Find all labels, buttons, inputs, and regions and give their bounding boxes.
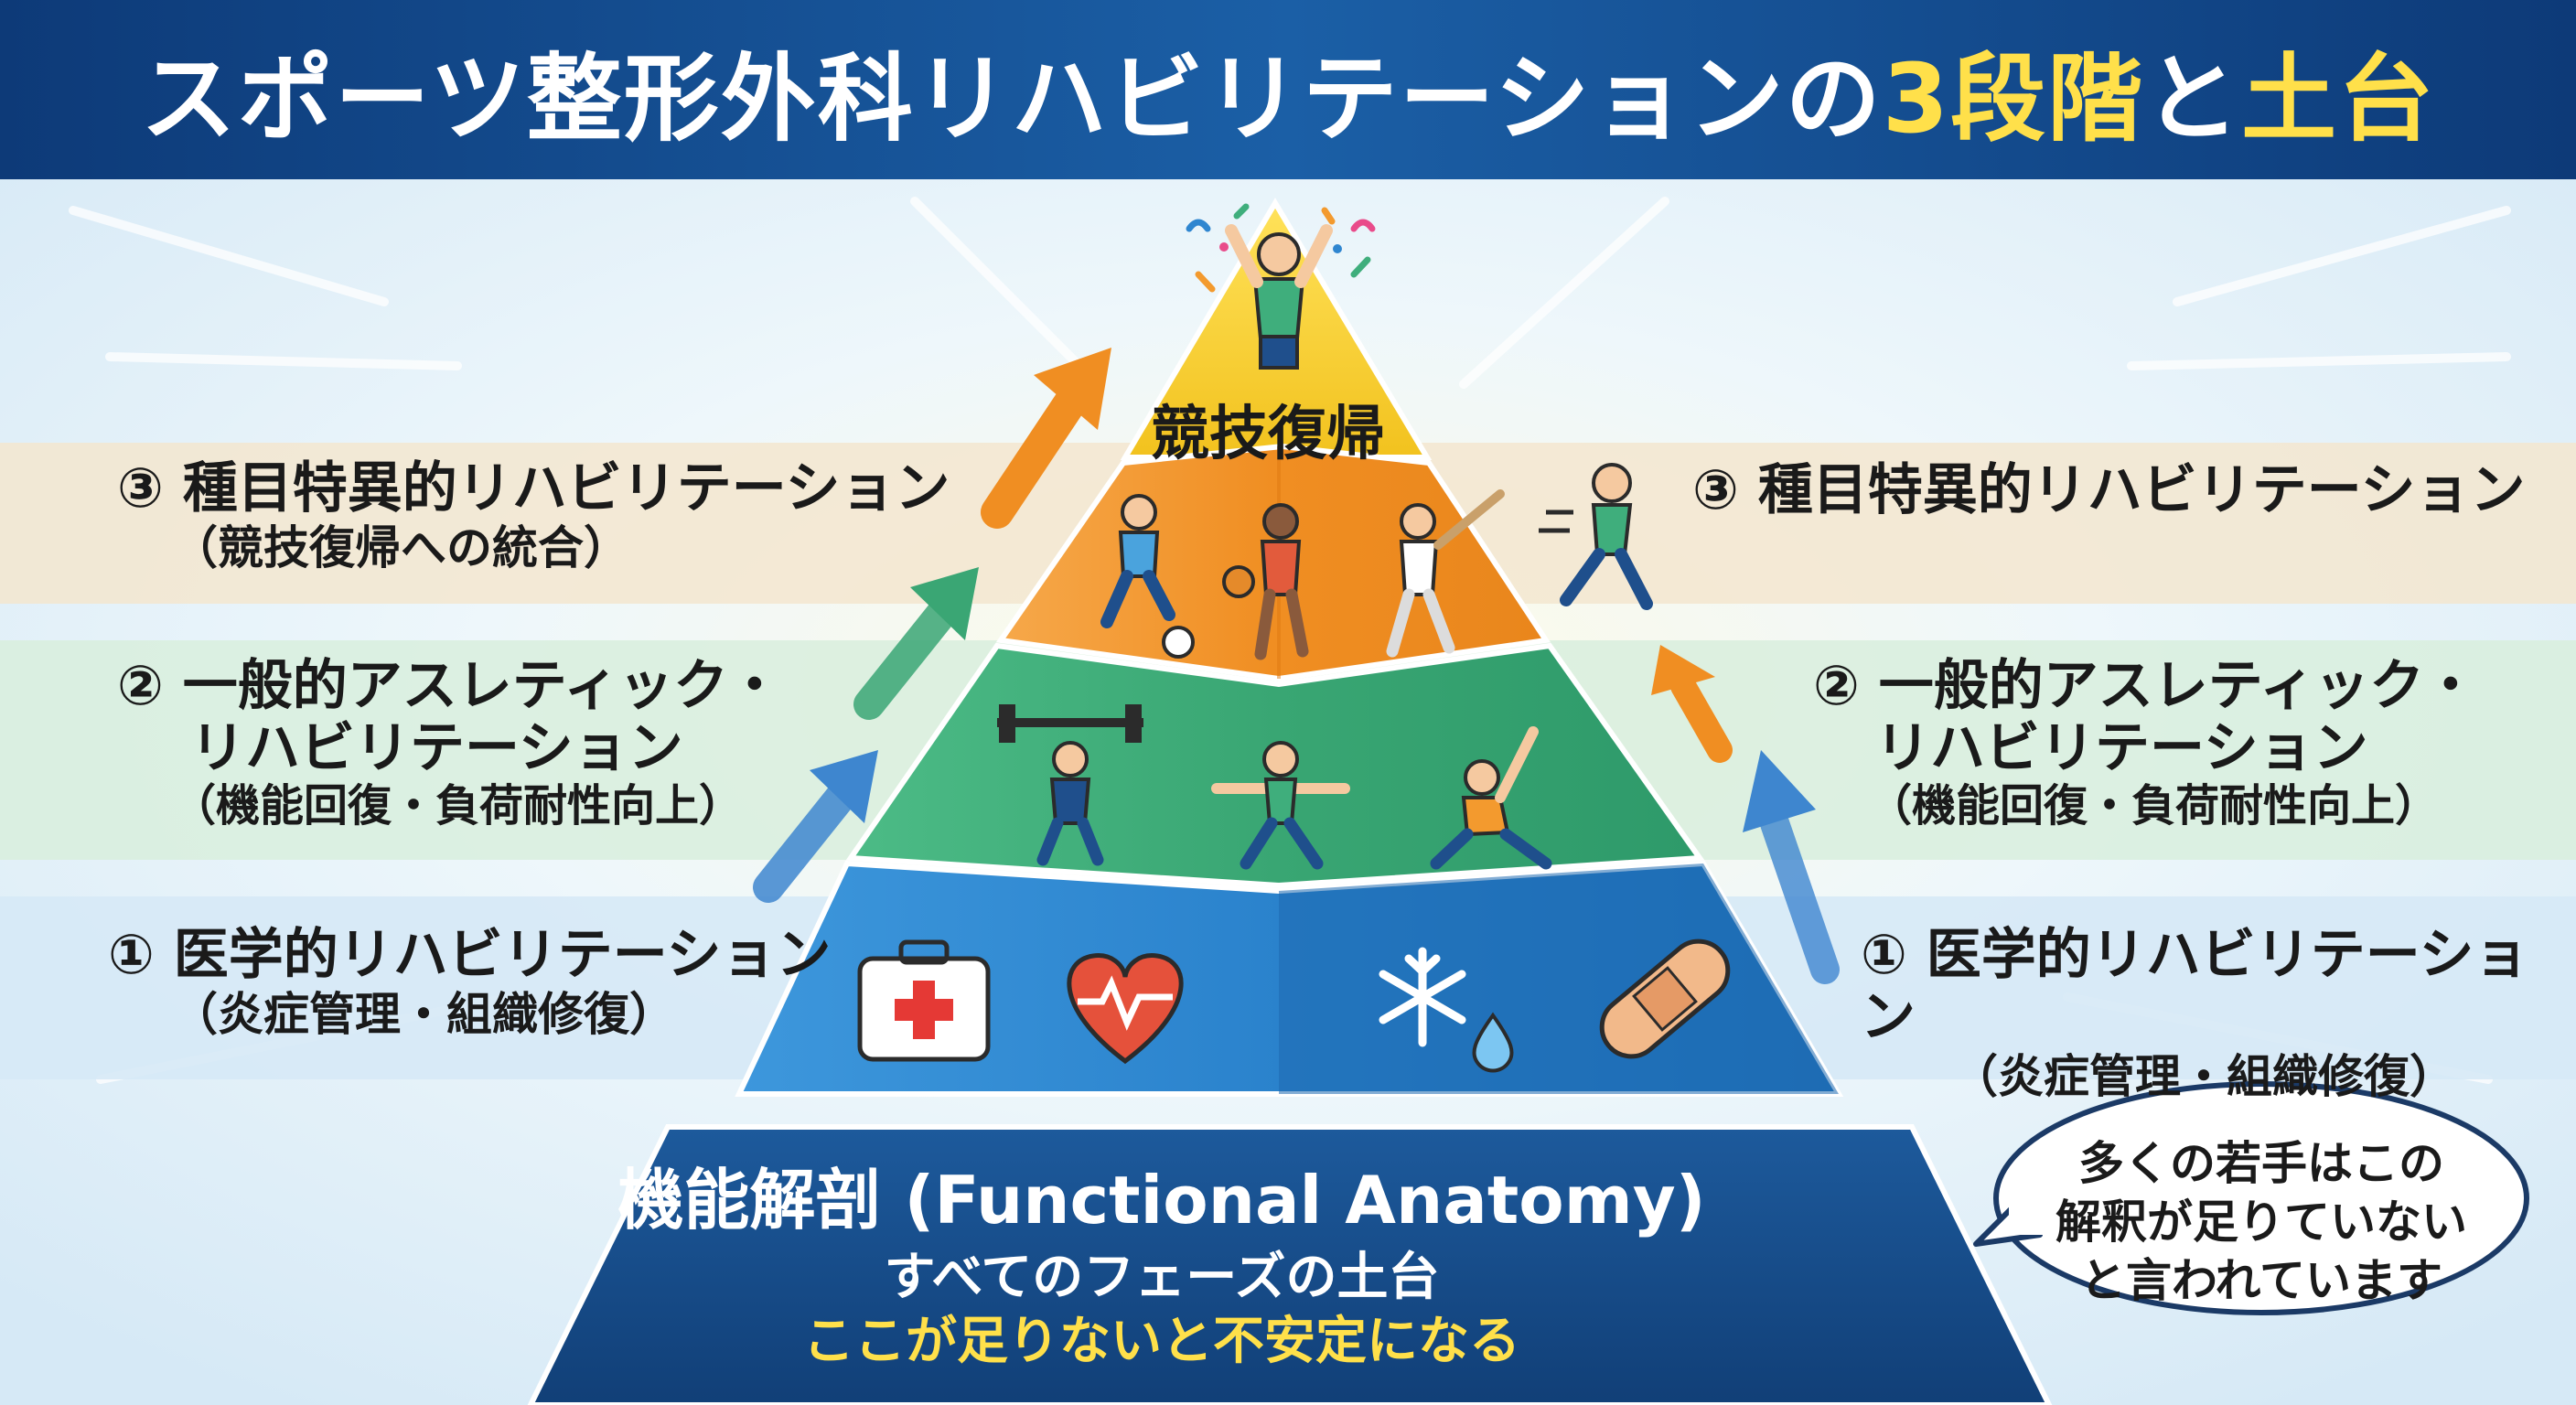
left-stage2-title-2: リハビリテーション xyxy=(190,716,683,780)
arrow-right-orange-icon xyxy=(1670,673,1733,763)
weightlifter-icon xyxy=(997,704,1143,866)
callout-line-1: 多くの若手はこの xyxy=(2078,1137,2444,1190)
left-stage3-title: ③ 種目特異的リハビリテーション xyxy=(117,456,950,520)
left-stage3-note: （競技復帰への統合） xyxy=(172,521,629,574)
balance-pose-icon xyxy=(1211,741,1350,870)
title-main: スポーツ整形外科リハビリテーションの xyxy=(140,42,1883,155)
baseball-batter-icon xyxy=(1386,489,1505,658)
pyramid-foundation xyxy=(527,1124,2053,1405)
water-drop-icon xyxy=(1472,1012,1514,1073)
callout-bubble xyxy=(1973,1081,2529,1315)
right-stage2-title-2: リハビリテーション xyxy=(1875,716,2368,780)
left-stage1-title: ① 医学的リハビリテーション xyxy=(108,923,832,987)
left-label-stage2: ② 一般的アスレティック・ リハビリテーション （機能回復・負荷耐性向上） xyxy=(117,655,782,832)
foundation-text: 機能解剖 (Functional Anatomy) すべてのフェーズの土台 ここ… xyxy=(512,1158,1811,1372)
title-highlight-stages: 3段階 xyxy=(1882,42,2145,155)
right-label-stage2: ② 一般的アスレティック・ リハビリテーション （機能回復・負荷耐性向上） xyxy=(1813,655,2478,832)
left-label-stage1: ① 医学的リハビリテーション （炎症管理・組織修復） xyxy=(108,924,832,1043)
foundation-subtitle: すべてのフェーズの土台 xyxy=(884,1248,1440,1307)
arrow-left-orange-icon xyxy=(981,386,1087,529)
basketball-player-icon xyxy=(1222,503,1309,660)
foundation-title: 機能解剖 (Functional Anatomy) xyxy=(617,1162,1706,1239)
right-label-stage3: ③ 種目特異的リハビリテーション xyxy=(1692,459,2526,521)
right-stage2-note: （機能回復・負荷耐性向上） xyxy=(1868,780,2440,831)
callout-line-3: と言われています xyxy=(2080,1254,2442,1307)
arrow-right-blue-icon xyxy=(1760,809,1840,984)
heart-pulse-icon xyxy=(1067,953,1184,1065)
peak-label: 競技復帰 xyxy=(1151,401,1385,468)
title-bar: スポーツ整形外科リハビリテーションの3段階と土台 xyxy=(0,0,2576,179)
left-progress-arrows xyxy=(753,348,1111,903)
right-stage2-title: ② 一般的アスレティック・ xyxy=(1813,654,2478,718)
arrowhead-left-orange-icon xyxy=(1034,348,1111,430)
left-stage2-title: ② 一般的アスレティック・ xyxy=(117,654,782,718)
arrowhead-left-green-icon xyxy=(910,567,979,640)
arrowhead-left-blue-icon xyxy=(810,750,878,823)
right-stage3-title: ③ 種目特異的リハビリテーション xyxy=(1692,458,2526,522)
bandage-icon xyxy=(1599,938,1731,1059)
soccer-player-icon xyxy=(1100,494,1195,659)
runner-icon xyxy=(1539,463,1653,610)
callout-text: 多くの若手はこの 解釈が足りていない と言われています xyxy=(2033,1134,2490,1310)
right-progress-arrows xyxy=(1651,645,1840,984)
left-label-stage3: ③ 種目特異的リハビリテーション （競技復帰への統合） xyxy=(117,457,950,576)
first-aid-kit-icon xyxy=(857,939,991,1062)
arrowhead-right-orange-icon xyxy=(1651,645,1715,695)
left-stage2-note: （機能回復・負荷耐性向上） xyxy=(172,780,744,831)
confetti-icon xyxy=(1186,203,1376,293)
left-stage1-note: （炎症管理・組織修復） xyxy=(172,988,675,1041)
arrow-left-green-icon xyxy=(853,597,958,720)
right-stage1-note: （炎症管理・組織修復） xyxy=(1952,1050,2455,1103)
title-highlight-foundation: 土台 xyxy=(2241,42,2436,155)
callout-line-2: 解釈が足りていない xyxy=(2055,1196,2467,1249)
arrow-left-blue-icon xyxy=(753,780,857,903)
snowflake-icon xyxy=(1379,947,1466,1047)
right-label-stage1: ① 医学的リハビリテーション （炎症管理・組織修復） xyxy=(1861,924,2576,1105)
celebrating-athlete-icon xyxy=(1225,224,1333,370)
title-connector: と xyxy=(2144,42,2242,155)
right-stage1-title: ① 医学的リハビリテーション xyxy=(1861,923,2529,1049)
arrowhead-right-blue-icon xyxy=(1743,750,1816,832)
page-title: スポーツ整形外科リハビリテーションの3段階と土台 xyxy=(141,21,2435,159)
stretching-icon xyxy=(1430,726,1552,870)
foundation-warning: ここが足りないと不安定になる xyxy=(803,1312,1520,1371)
